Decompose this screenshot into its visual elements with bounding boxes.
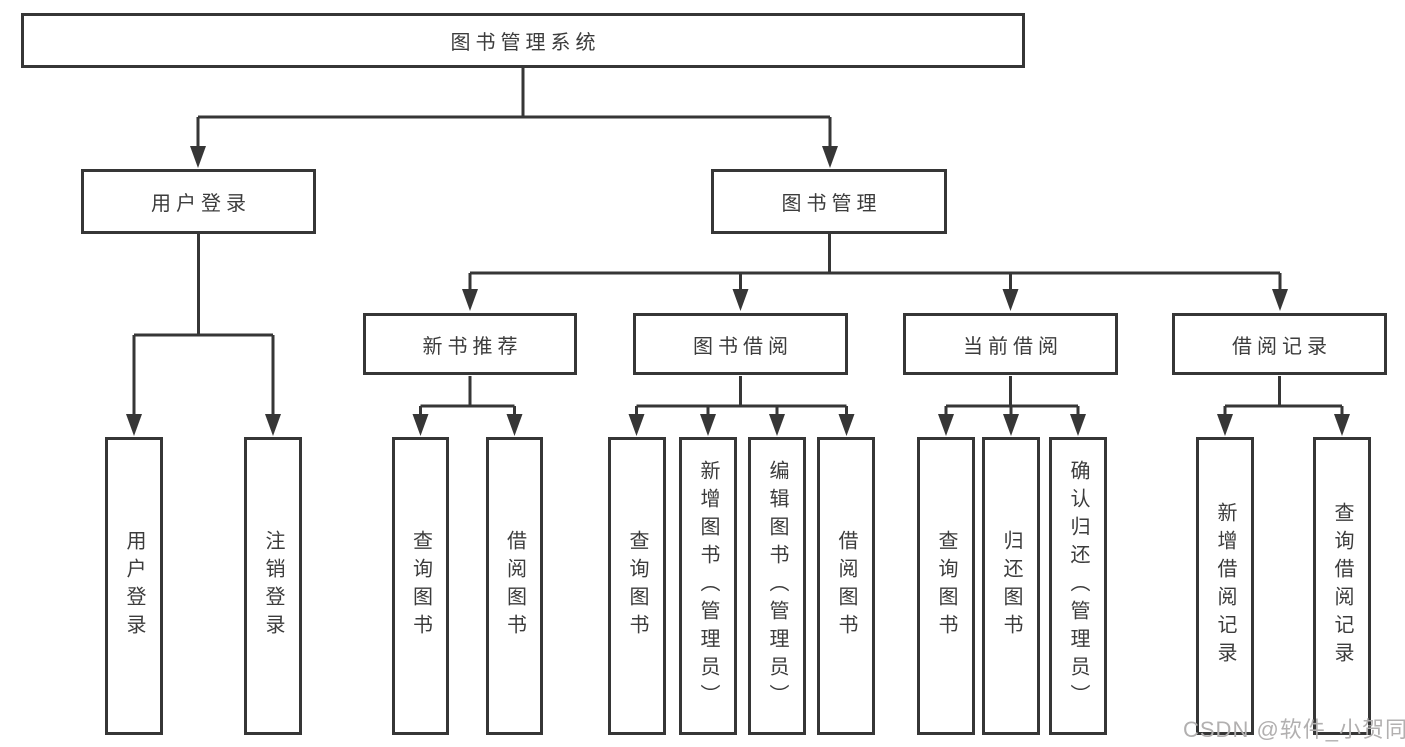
leaf-current-return-book: 归还图书 <box>982 437 1040 735</box>
leaf-borrow-borrow-book: 借阅图书 <box>817 437 875 735</box>
node-new-book-recommend-label: 新书推荐 <box>422 335 523 358</box>
leaf-recommend-query-book-label: 查询图书 <box>409 530 432 642</box>
leaf-current-confirm-return-admin-label: 确认归还（管理员） <box>1067 460 1089 712</box>
leaf-current-return-book-label: 归还图书 <box>1000 530 1022 642</box>
leaf-recommend-query-book: 查询图书 <box>392 437 449 735</box>
node-book-borrow: 图书借阅 <box>633 313 848 375</box>
leaf-records-add-record-label: 新增借阅记录 <box>1214 502 1236 670</box>
node-borrow-records-label: 借阅记录 <box>1232 335 1332 358</box>
leaf-logout-label: 注销登录 <box>262 530 284 642</box>
node-root: 图书管理系统 <box>21 13 1025 68</box>
leaf-recommend-borrow-book-label: 借阅图书 <box>503 530 526 642</box>
node-user-login: 用户登录 <box>81 169 316 234</box>
leaf-borrow-query-book-label: 查询图书 <box>626 530 648 642</box>
node-book-management-label: 图书管理 <box>781 193 882 215</box>
watermark: CSDN @软件_小贺同学 <box>1183 717 1405 742</box>
leaf-borrow-add-book-admin: 新增图书（管理员） <box>679 437 737 735</box>
leaf-current-confirm-return-admin: 确认归还（管理员） <box>1049 437 1107 735</box>
node-book-management: 图书管理 <box>711 169 947 234</box>
leaf-borrow-borrow-book-label: 借阅图书 <box>835 530 857 642</box>
leaf-current-query-book: 查询图书 <box>917 437 975 735</box>
leaf-logout: 注销登录 <box>244 437 302 735</box>
leaf-recommend-borrow-book: 借阅图书 <box>486 437 543 735</box>
node-borrow-records: 借阅记录 <box>1172 313 1387 375</box>
node-new-book-recommend: 新书推荐 <box>363 313 577 375</box>
leaf-borrow-edit-book-admin: 编辑图书（管理员） <box>748 437 806 735</box>
leaf-user-login-label: 用户登录 <box>123 530 145 642</box>
leaf-records-query-record: 查询借阅记录 <box>1313 437 1371 735</box>
leaf-user-login: 用户登录 <box>105 437 163 735</box>
leaf-current-query-book-label: 查询图书 <box>935 530 957 642</box>
leaf-records-add-record: 新增借阅记录 <box>1196 437 1254 735</box>
leaf-records-query-record-label: 查询借阅记录 <box>1331 502 1353 670</box>
node-user-login-label: 用户登录 <box>151 193 251 215</box>
leaf-borrow-query-book: 查询图书 <box>608 437 666 735</box>
node-current-borrow: 当前借阅 <box>903 313 1118 375</box>
node-current-borrow-label: 当前借阅 <box>963 335 1063 358</box>
leaf-borrow-edit-book-admin-label: 编辑图书（管理员） <box>766 460 788 712</box>
node-book-borrow-label: 图书借阅 <box>693 335 793 358</box>
node-root-label: 图书管理系统 <box>450 32 601 54</box>
leaf-borrow-add-book-admin-label: 新增图书（管理员） <box>697 460 719 712</box>
